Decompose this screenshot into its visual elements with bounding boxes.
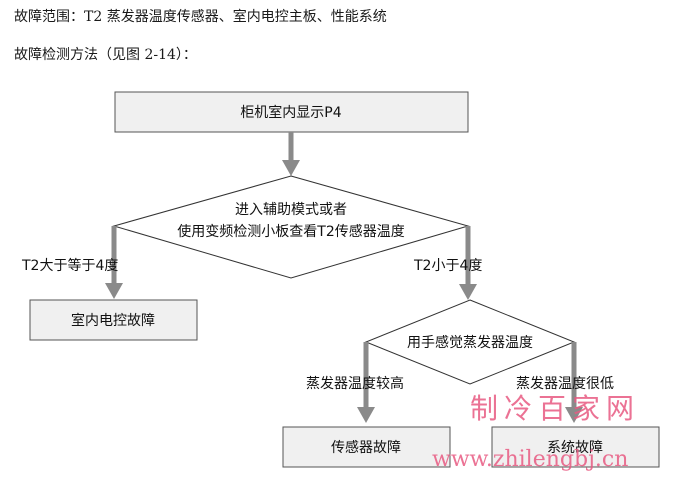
arrowhead-right-branch — [459, 284, 477, 300]
fault-scope-text: 故障范围：T2 蒸发器温度传感器、室内电控主板、性能系统 — [14, 9, 387, 25]
decision1-label-line2: 使用变频检测小板查看T2传感器温度 — [177, 223, 404, 240]
arrowhead-decision2-left — [357, 407, 375, 423]
result-left-label: 室内电控故障 — [71, 312, 155, 329]
arrowhead-left-branch — [105, 283, 123, 299]
arrowhead-decision2-right — [565, 407, 583, 423]
branch2-left-label: 蒸发器温度较高 — [306, 375, 404, 392]
detection-method-text: 故障检测方法（见图 2-14）： — [14, 47, 197, 63]
result2-left-label: 传感器故障 — [331, 439, 401, 456]
branch-right-label: T2小于4度 — [413, 258, 482, 274]
decision2-diamond — [364, 299, 576, 385]
decision1-diamond — [112, 175, 470, 279]
decision2-label: 用手感觉蒸发器温度 — [407, 334, 533, 351]
watermark-name: 制冷百家网 — [470, 392, 640, 425]
decision1-label-line1: 进入辅助模式或者 — [235, 202, 347, 218]
result2-left-box — [282, 426, 451, 468]
result2-right-label: 系统故障 — [547, 440, 603, 456]
watermark-url: www.zhilengbj.cn — [432, 447, 628, 472]
result-left-box — [29, 299, 198, 341]
branch2-right-label: 蒸发器温度很低 — [516, 376, 614, 392]
start-box-label: 柜机室内显示P4 — [240, 104, 341, 121]
start-box — [114, 91, 469, 133]
result2-right-box — [491, 426, 660, 468]
arrowhead-start-decision1 — [282, 160, 300, 176]
branch-left-label: T2大于等于4度 — [21, 257, 118, 274]
